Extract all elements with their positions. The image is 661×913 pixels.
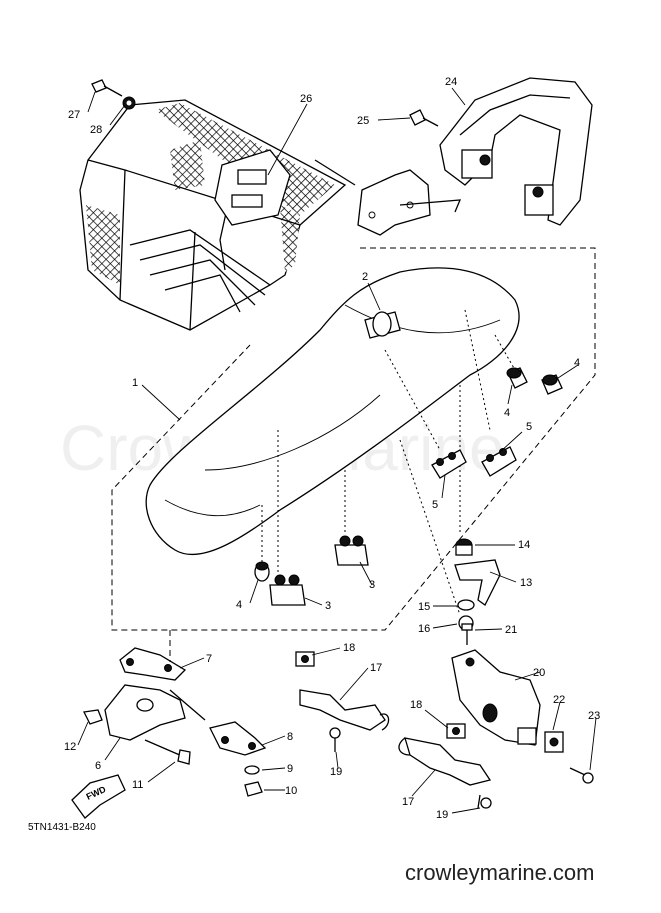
callout-22: 22 [553, 694, 565, 706]
washer-9 [244, 765, 260, 775]
callout-25: 25 [357, 115, 369, 127]
bracket-20 [451, 649, 541, 746]
callout-28: 28 [90, 124, 102, 136]
callout-5-b: 5 [432, 499, 438, 511]
callout-8: 8 [287, 731, 293, 743]
damper-14 [455, 538, 473, 556]
seat [145, 267, 520, 555]
screw-19-right [477, 794, 492, 809]
callout-19-a: 19 [330, 766, 342, 778]
callout-27: 27 [68, 109, 80, 121]
lock-22 [544, 731, 564, 753]
callout-3-b: 3 [325, 600, 331, 612]
callout-21: 21 [505, 624, 517, 636]
callout-4-a: 4 [574, 357, 580, 369]
bracket-13 [454, 559, 501, 606]
basket-bracket [314, 159, 462, 236]
screw-23 [569, 767, 594, 784]
callout-leaders [77, 87, 597, 814]
callout-7: 7 [206, 653, 212, 665]
callout-23: 23 [588, 710, 600, 722]
callout-20: 20 [533, 667, 545, 679]
plate-8 [169, 689, 267, 756]
callout-18-a: 18 [343, 642, 355, 654]
screw-19-left [329, 727, 341, 752]
fwd-arrow: FWD [71, 774, 126, 819]
diagram-code: 5TN1431-B240 [28, 822, 96, 833]
seat-assembly-outline [111, 247, 596, 631]
nut-12 [83, 709, 103, 725]
damper-4-pair [506, 367, 563, 395]
callout-4-c: 4 [236, 599, 242, 611]
callout-14: 14 [518, 539, 530, 551]
damper-5-left [431, 449, 467, 479]
callout-13: 13 [520, 577, 532, 589]
callout-2: 2 [362, 271, 368, 283]
callout-9: 9 [287, 763, 293, 775]
callout-18-b: 18 [410, 699, 422, 711]
bolt-27 [91, 79, 123, 97]
callout-17-a: 17 [370, 662, 382, 674]
callout-3-a: 3 [369, 579, 375, 591]
callout-4-b: 4 [504, 407, 510, 419]
callout-11: 11 [132, 779, 143, 791]
seat-hook-17-right [398, 723, 492, 786]
callout-16: 16 [418, 623, 430, 635]
damper-3-upper [334, 535, 369, 566]
bolt-11 [144, 739, 191, 765]
callout-15: 15 [418, 601, 430, 613]
callout-26: 26 [300, 93, 312, 105]
callout-17-b: 17 [402, 796, 414, 808]
bracket-6 [104, 684, 186, 741]
callout-5-a: 5 [526, 421, 532, 433]
plate-7 [119, 630, 187, 681]
callout-numbers: 27 28 26 24 25 2 1 4 4 5 5 14 13 15 16 2… [64, 76, 600, 821]
grab-bar [439, 77, 593, 226]
basket [79, 99, 347, 331]
bolt-25 [409, 109, 439, 127]
callout-19-b: 19 [436, 809, 448, 821]
callout-12: 12 [64, 741, 76, 753]
damper-3-lower [269, 574, 306, 606]
callout-6: 6 [95, 760, 101, 772]
washer-15 [457, 599, 475, 611]
seat-hook-17-left [295, 651, 390, 731]
damper-4-lower [254, 561, 270, 582]
nut-10 [244, 781, 263, 797]
site-url: crowleymarine.com [405, 860, 595, 885]
callout-24: 24 [445, 76, 457, 88]
callout-1: 1 [132, 377, 138, 389]
bolt-21 [461, 623, 473, 645]
callout-10: 10 [285, 785, 297, 797]
